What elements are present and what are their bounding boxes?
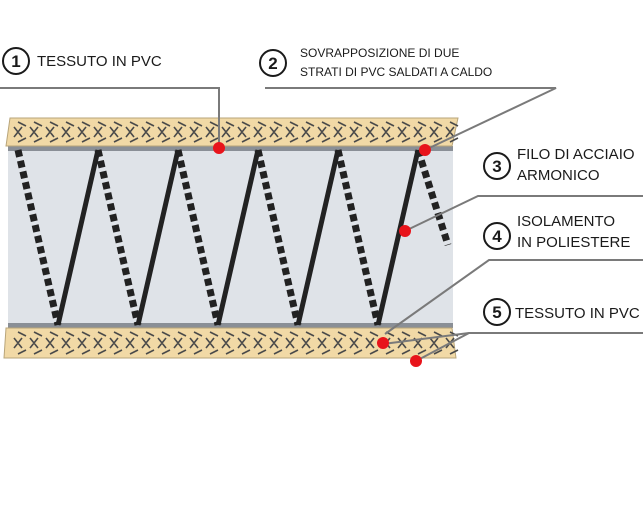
callout-3-badge <box>483 152 511 180</box>
callout-1-label: TESSUTO IN PVC <box>37 53 162 70</box>
leader-line-5b <box>415 332 470 362</box>
wire-back-strand <box>94 149 142 326</box>
fabric-stitch <box>13 331 459 355</box>
callout-2-badge <box>259 49 287 77</box>
leader-line-3 <box>404 195 643 232</box>
leader-line-2 <box>265 87 557 151</box>
callout-1-number: 1 <box>11 52 20 71</box>
steel-wire-coil <box>14 148 452 326</box>
wire-front-strand <box>375 149 421 326</box>
polyester-insulation <box>8 148 453 326</box>
wire-front-strand <box>135 149 181 326</box>
callout-5-label: TESSUTO IN PVC <box>515 305 640 322</box>
callout-2: 2 SOVRAPPOSIZIONE DI DUE STRATI DI PVC S… <box>259 46 492 79</box>
callout-3-label-line-1: FILO DI ACCIAIO <box>517 146 635 163</box>
fabric-stitch <box>13 121 459 143</box>
callout-2-number: 2 <box>268 54 277 73</box>
callout-2-label-line-2: STRATI DI PVC SALDATI A CALDO <box>300 65 492 79</box>
fabric-pattern-top <box>13 121 459 143</box>
wire-front-strand <box>215 149 261 326</box>
callout-1-badge <box>2 47 30 75</box>
wire-back-strand <box>174 149 222 326</box>
leader-lines <box>0 87 643 362</box>
pvc-weld-top <box>8 146 453 151</box>
callout-1: 1 TESSUTO IN PVC <box>2 47 162 75</box>
pvc-fabric-bottom <box>3 327 459 359</box>
pvc-fabric-top <box>5 117 459 147</box>
leader-line-1 <box>0 87 220 147</box>
callout-4-label-line-2: IN POLIESTERE <box>517 234 630 251</box>
callout-4-label-line-1: ISOLAMENTO <box>517 213 615 230</box>
marker-dot-4 <box>377 337 389 349</box>
fabric-pattern-bottom <box>13 331 459 355</box>
wire-back-strand <box>414 148 452 247</box>
callout-5-badge <box>483 298 511 326</box>
marker-dot-5 <box>410 355 422 367</box>
wire-back-strand <box>14 149 62 326</box>
callout-3-number: 3 <box>492 157 501 176</box>
callout-3: 3 FILO DI ACCIAIO ARMONICO <box>483 146 635 184</box>
callout-4-badge <box>483 222 511 250</box>
callout-4-number: 4 <box>492 227 502 246</box>
callout-2-label-line-1: SOVRAPPOSIZIONE DI DUE <box>300 46 459 60</box>
pvc-weld-bottom <box>8 323 453 328</box>
callout-4: 4 ISOLAMENTO IN POLIESTERE <box>483 213 630 251</box>
wire-front-strand <box>55 149 101 326</box>
marker-dot-3 <box>399 225 411 237</box>
leader-line-4 <box>384 259 643 335</box>
callout-5: 5 TESSUTO IN PVC <box>483 298 640 326</box>
marker-dot-2 <box>419 144 431 156</box>
callout-3-label-line-2: ARMONICO <box>517 167 600 184</box>
marker-dot-1 <box>213 142 225 154</box>
wire-front-strand <box>295 149 341 326</box>
wire-back-strand <box>334 149 382 326</box>
wire-back-strand <box>254 149 302 326</box>
callout-5-number: 5 <box>492 303 501 322</box>
